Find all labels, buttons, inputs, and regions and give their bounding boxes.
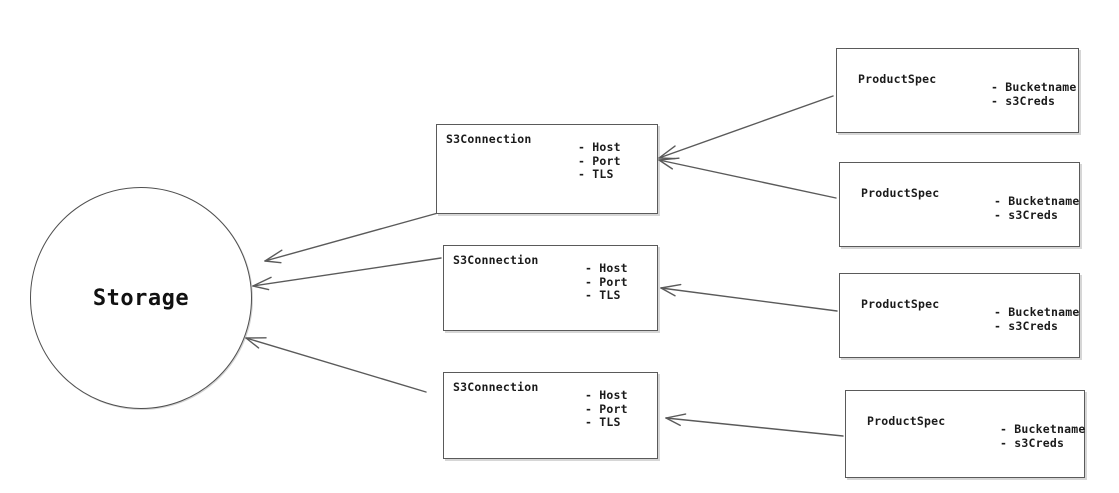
productspec-attr-item: - s3Creds (994, 318, 1059, 333)
productspec-attrs-3: - Bucketname- s3Creds (994, 305, 1080, 333)
productspec-3-to-s3connection-2 (660, 283, 838, 312)
productspec-2-to-s3connection-1 (658, 157, 837, 199)
s3connection-title-1: S3Connection (446, 132, 532, 146)
s3connection-node-2[interactable] (443, 245, 658, 331)
productspec-title-1: ProductSpec (858, 72, 937, 86)
s3connection-2-to-storage (252, 257, 442, 291)
storage-circle-label: Storage (92, 285, 190, 311)
productspec-attrs-1: - Bucketname- s3Creds (991, 80, 1077, 108)
s3connection-1-to-storage (264, 212, 439, 264)
productspec-title-3: ProductSpec (861, 297, 940, 311)
productspec-attrs-4: - Bucketname- s3Creds (1000, 422, 1086, 450)
productspec-attr-item: - Bucketname (991, 80, 1077, 94)
s3connection-attr-item: - TLS (585, 288, 621, 302)
s3connection-node-1[interactable] (436, 124, 658, 214)
s3connection-attr-item: - Host (585, 261, 628, 275)
productspec-title-4: ProductSpec (867, 414, 946, 428)
s3connection-attr-item: - TLS (585, 415, 621, 429)
s3connection-attr-item: - Port (585, 274, 628, 289)
productspec-1-to-s3connection-1 (658, 95, 834, 160)
productspec-node-1[interactable] (836, 48, 1079, 133)
s3connection-title-3: S3Connection (453, 380, 539, 394)
productspec-4-to-s3connection-3 (665, 413, 844, 437)
s3connection-node-3[interactable] (443, 372, 658, 459)
s3connection-attr-item: - Port (578, 153, 621, 168)
s3connection-title-2: S3Connection (453, 253, 539, 267)
s3connection-attr-item: - TLS (578, 167, 614, 181)
s3connection-attrs-2: - Host- Port- TLS (585, 261, 628, 303)
s3connection-attr-item: - Port (585, 401, 628, 416)
productspec-node-4[interactable] (845, 390, 1085, 478)
s3connection-attr-item: - Host (585, 388, 628, 402)
s3connection-attrs-3: - Host- Port- TLS (585, 388, 628, 430)
storage-circle-node[interactable] (30, 187, 252, 409)
productspec-attrs-2: - Bucketname- s3Creds (994, 194, 1080, 222)
productspec-attr-item: - Bucketname (994, 305, 1080, 319)
productspec-attr-item: - Bucketname (1000, 422, 1086, 436)
productspec-title-2: ProductSpec (861, 186, 940, 200)
s3connection-3-to-storage (245, 337, 427, 393)
productspec-attr-item: - s3Creds (994, 207, 1059, 222)
productspec-node-2[interactable] (839, 162, 1080, 247)
s3connection-attr-item: - Host (578, 140, 621, 154)
productspec-node-3[interactable] (839, 273, 1080, 358)
productspec-attr-item: - s3Creds (1000, 435, 1065, 450)
productspec-attr-item: - Bucketname (994, 194, 1080, 208)
s3connection-attrs-1: - Host- Port- TLS (578, 140, 621, 182)
productspec-attr-item: - s3Creds (991, 93, 1056, 108)
